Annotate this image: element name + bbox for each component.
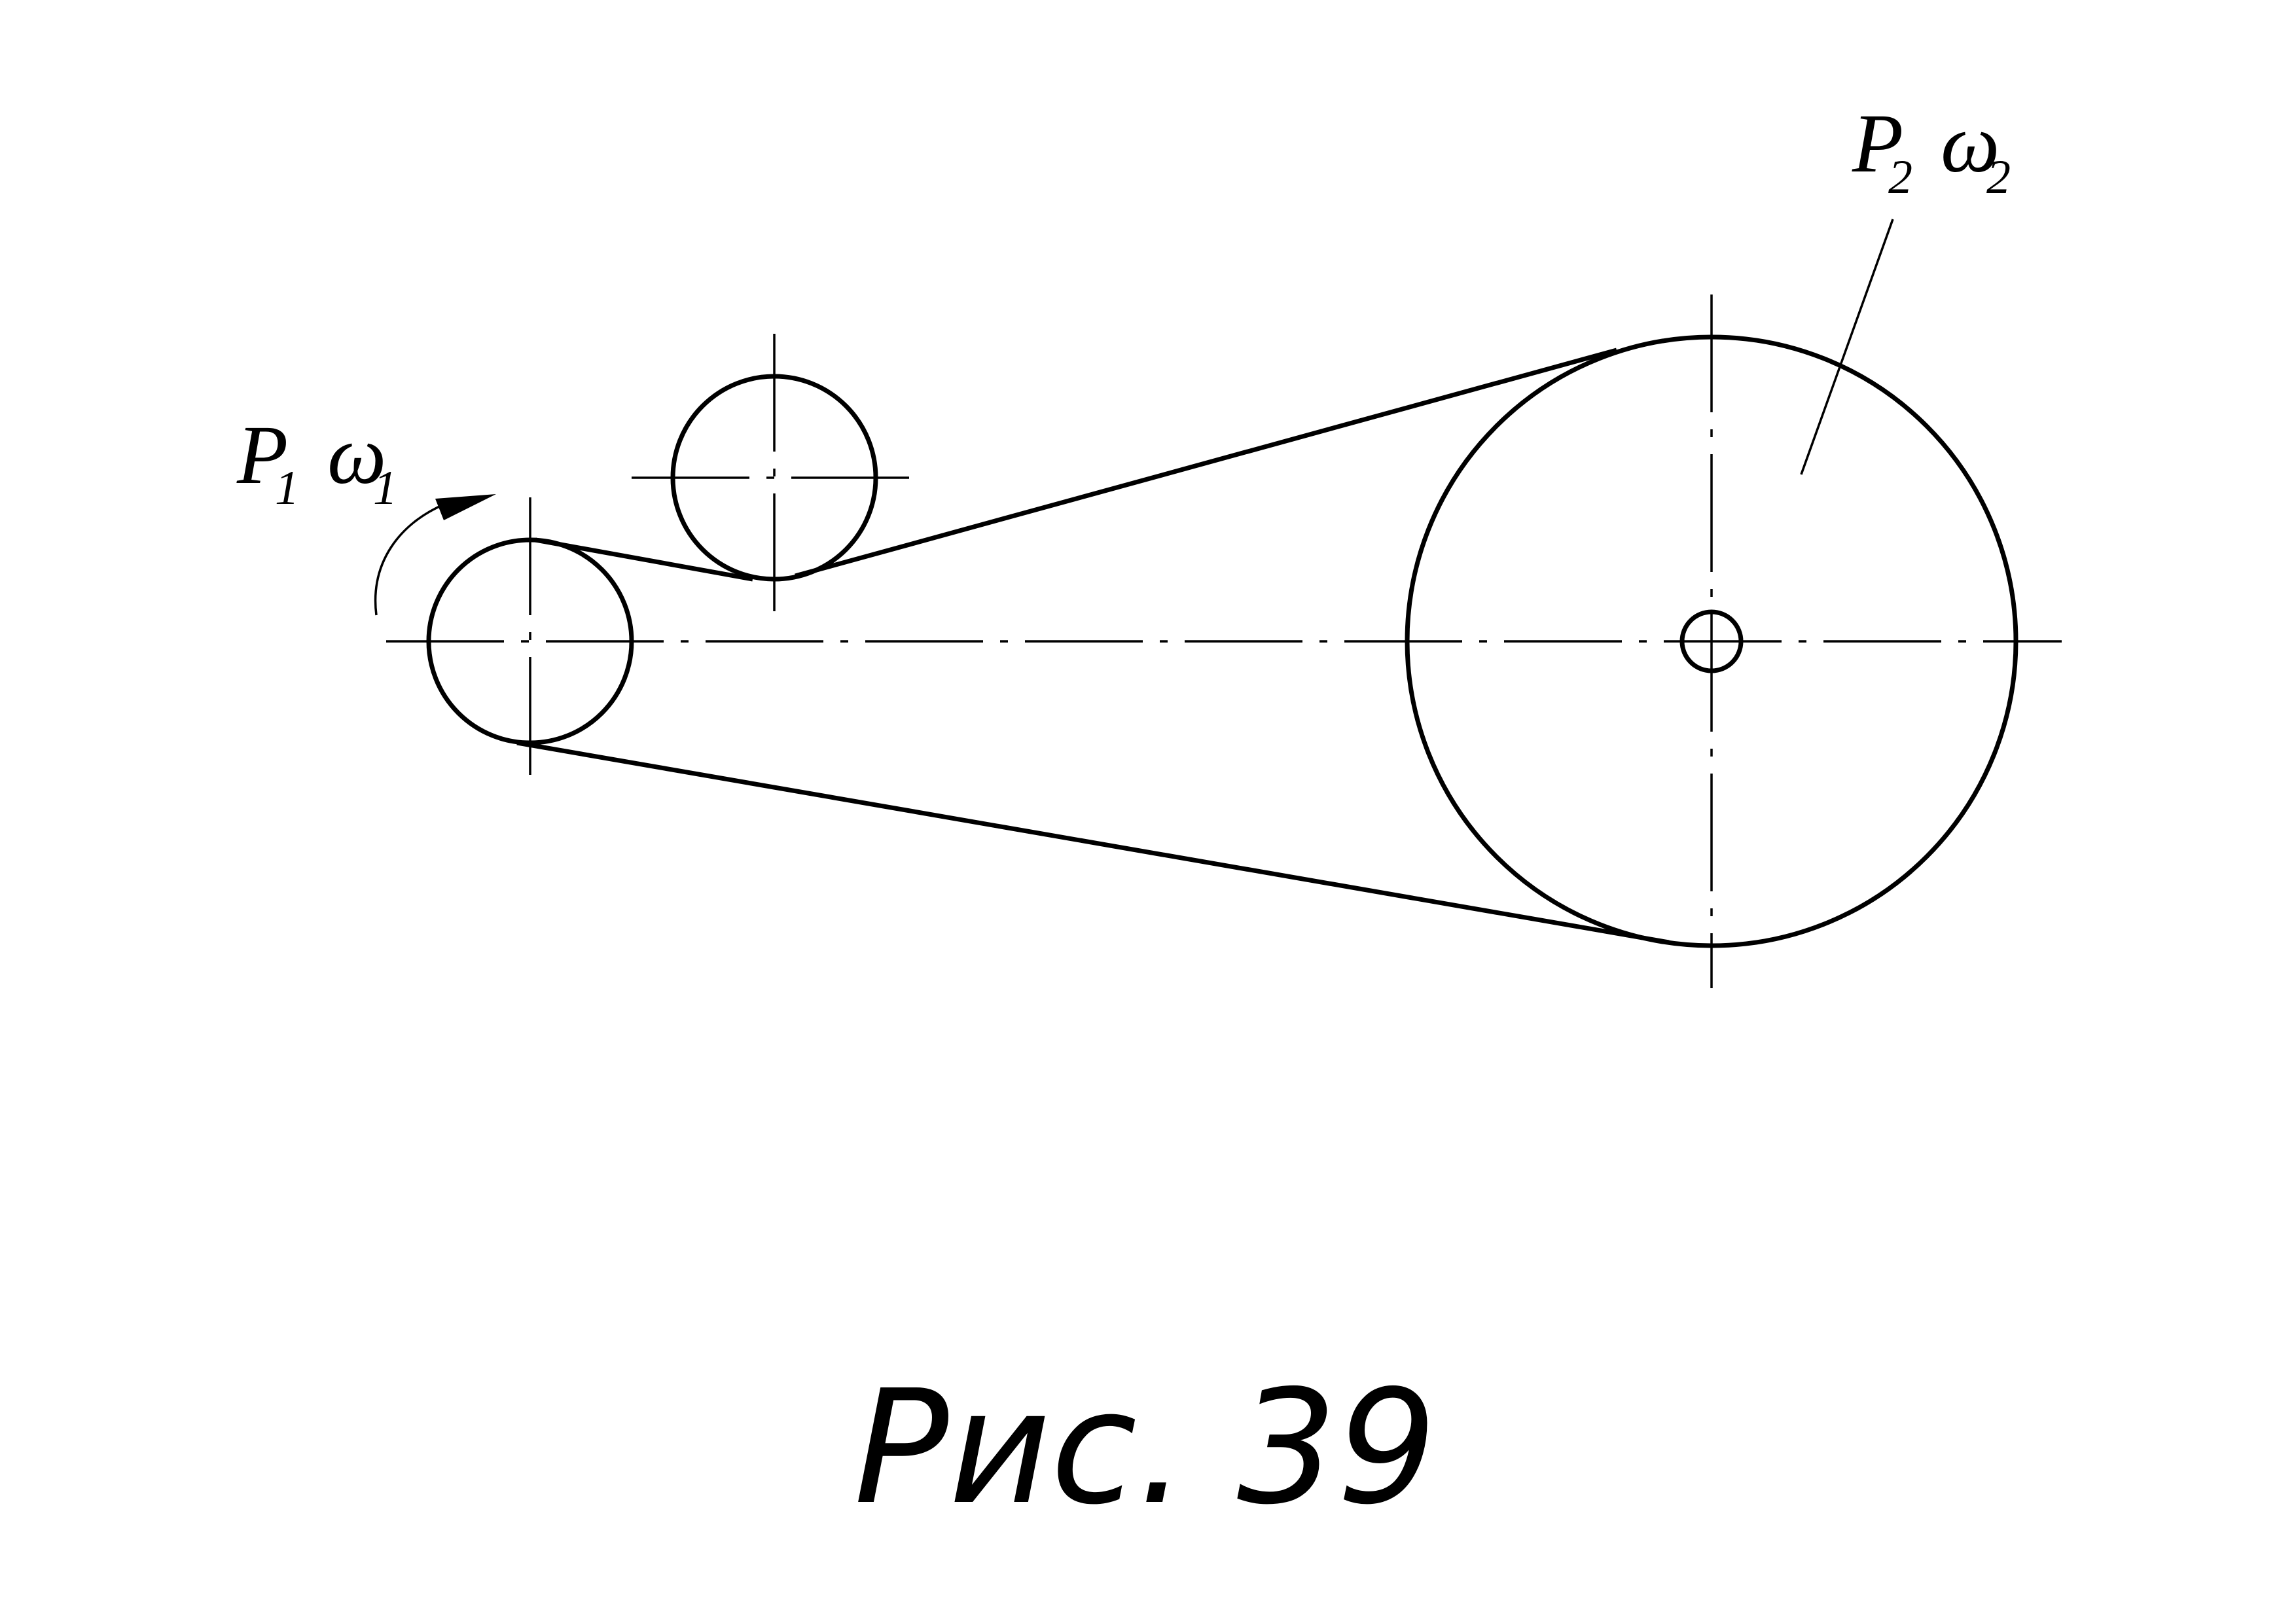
driver-label: P 1 ω 1 bbox=[236, 408, 397, 515]
driven-omega-symbol: ω bbox=[1941, 97, 2000, 190]
figure-caption: Рис. 39 bbox=[854, 1356, 1437, 1539]
belt-upper-left-span bbox=[535, 537, 753, 582]
driven-pulley bbox=[1405, 294, 2018, 988]
belt bbox=[516, 348, 1670, 945]
rotation-arrow bbox=[374, 494, 496, 616]
driver-p-subscript: 1 bbox=[275, 461, 299, 515]
driver-p-symbol: P bbox=[236, 408, 288, 501]
arrow-head-icon bbox=[435, 494, 496, 520]
driven-p-subscript: 2 bbox=[1888, 151, 1912, 204]
driver-omega-subscript: 1 bbox=[373, 461, 397, 515]
driver-omega-symbol: ω bbox=[327, 408, 386, 501]
belt-lower-span bbox=[516, 740, 1670, 945]
driven-leader-line bbox=[1800, 219, 1894, 475]
idler-pulley bbox=[632, 334, 920, 622]
driven-p-symbol: P bbox=[1852, 97, 1903, 190]
belt-upper-right-span bbox=[795, 348, 1617, 579]
driven-omega-subscript: 2 bbox=[1986, 151, 2011, 204]
driven-label: P 2 ω 2 bbox=[1852, 97, 2011, 204]
